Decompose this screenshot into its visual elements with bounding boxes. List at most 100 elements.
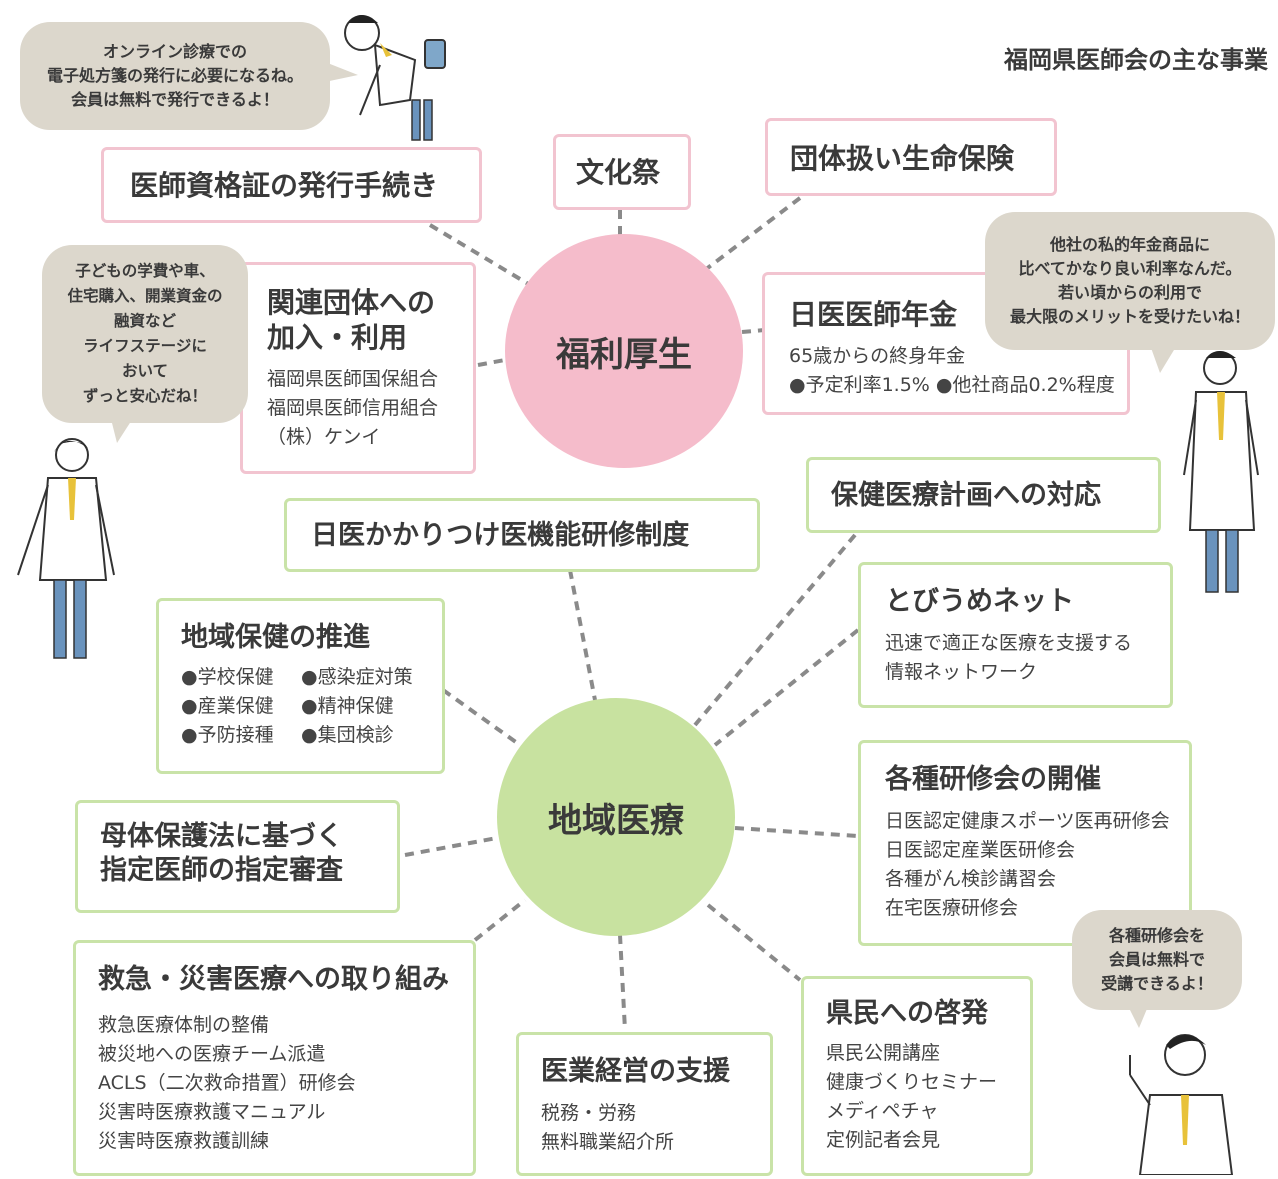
bubble-line: 子どもの学費や車、 bbox=[75, 262, 215, 280]
connector-management bbox=[618, 934, 627, 1031]
emergency-item: 救急医療体制の整備 bbox=[98, 1013, 270, 1036]
maternal-protection-box: 母体保護法に基づく 指定医師の指定審査 bbox=[75, 800, 400, 913]
maternal-line2: 指定医師の指定審査 bbox=[100, 854, 343, 886]
connector-tobiume bbox=[713, 628, 860, 747]
bubble-tail bbox=[320, 60, 358, 83]
bubble-line: 会員は無料で bbox=[1108, 950, 1205, 969]
connector-pension bbox=[741, 328, 766, 334]
connector-maternal bbox=[404, 836, 498, 857]
maternal-line1: 母体保護法に基づく bbox=[100, 821, 343, 852]
bubble-line: 電子処方箋の発行に必要になるね。 bbox=[46, 66, 303, 85]
speech-bubble-bottom-right: 各種研修会を 会員は無料で 受講できるよ！ bbox=[1072, 910, 1242, 1010]
connector-public bbox=[706, 903, 802, 982]
speech-bubble-left: 子どもの学費や車、 住宅購入、開業資金の 融資など ライフステージに おいて ず… bbox=[42, 245, 248, 423]
community-medicine-hub: 地域医療 bbox=[497, 698, 735, 936]
training-box: 各種研修会の開催 日医認定健康スポーツ医再研修会 日医認定産業医研修会 各種がん… bbox=[858, 740, 1192, 946]
public-title: 県民への啓発 bbox=[826, 998, 988, 1029]
regional-health-item: ●感染症対策 bbox=[301, 665, 413, 688]
emergency-item: 被災地への医療チーム派遣 bbox=[98, 1042, 326, 1065]
health-plan-box: 保健医療計画への対応 bbox=[806, 457, 1161, 533]
public-item: メディペチャ bbox=[826, 1099, 939, 1122]
bubble-line: 住宅購入、開業資金の bbox=[67, 287, 223, 305]
bubble-line: 最大限のメリットを受けたいね！ bbox=[1009, 307, 1250, 326]
bubble-line: ライフステージに bbox=[83, 337, 207, 355]
bubble-tail bbox=[110, 415, 135, 443]
regional-health-item: ●学校保健 bbox=[181, 665, 274, 688]
insurance-title: 団体扱い生命保険 bbox=[790, 142, 1015, 175]
pension-line: ●予定利率1.5% ●他社商品0.2%程度 bbox=[789, 374, 1115, 396]
connector-certificate bbox=[428, 223, 532, 287]
emergency-item: 災害時医療救護訓練 bbox=[98, 1129, 270, 1152]
bubble-line: 受講できるよ！ bbox=[1101, 974, 1213, 993]
health-plan-title: 保健医療計画への対応 bbox=[831, 480, 1101, 511]
bubble-line: ずっと安心だね！ bbox=[82, 387, 207, 405]
training-item: 日医認定産業医研修会 bbox=[885, 838, 1076, 861]
community-hub-label: 地域医療 bbox=[548, 800, 684, 841]
regional-health-item: ●産業保健 bbox=[181, 694, 274, 717]
bubble-line: 比べてかなり良い利率なんだ。 bbox=[1018, 259, 1242, 278]
management-support-box: 医業経営の支援 税務・労務 無料職業紹介所 bbox=[516, 1032, 773, 1176]
bubble-line: 各種研修会を bbox=[1108, 926, 1205, 945]
connector-kakaritsuke bbox=[568, 569, 597, 701]
training-item: 日医認定健康スポーツ医再研修会 bbox=[885, 809, 1170, 832]
bubble-line: 会員は無料で発行できるよ！ bbox=[71, 90, 279, 109]
public-item: 健康づくりセミナー bbox=[826, 1070, 998, 1093]
speech-bubble-top-left: オンライン診療での 電子処方箋の発行に必要になるね。 会員は無料で発行できるよ！ bbox=[20, 22, 330, 130]
doctor-illustration-leaning bbox=[344, 15, 446, 141]
tobiume-box: とびうめネット 迅速で適正な医療を支援する 情報ネットワーク bbox=[858, 562, 1173, 708]
kakaritsuke-box: 日医かかりつけ医機能研修制度 bbox=[284, 498, 760, 572]
bubble-tail bbox=[1150, 345, 1177, 373]
doctor-illustration-left bbox=[17, 438, 115, 659]
related-title-line2: 加入・利用 bbox=[267, 321, 408, 354]
management-title: 医業経営の支援 bbox=[541, 1056, 730, 1087]
related-organizations-box: 関連団体への 加入・利用 福岡県医師国保組合 福岡県医師信用組合 （株）ケンイ bbox=[240, 262, 476, 474]
regional-health-item: ●精神保健 bbox=[301, 694, 394, 717]
connector-training bbox=[734, 826, 859, 838]
insurance-box: 団体扱い生命保険 bbox=[765, 118, 1057, 196]
pension-title: 日医医師年金 bbox=[789, 298, 958, 331]
regional-health-item: ●集団検診 bbox=[301, 723, 394, 746]
public-item: 定例記者会見 bbox=[826, 1128, 941, 1151]
emergency-box: 救急・災害医療への取り組み 救急医療体制の整備 被災地への医療チーム派遣 ACL… bbox=[73, 940, 476, 1176]
connector-related bbox=[477, 358, 506, 367]
related-item: （株）ケンイ bbox=[267, 426, 381, 448]
management-item: 税務・労務 bbox=[541, 1101, 637, 1124]
public-item: 県民公開講座 bbox=[826, 1041, 941, 1064]
training-item: 在宅医療研修会 bbox=[885, 896, 1019, 919]
management-item: 無料職業紹介所 bbox=[541, 1130, 675, 1153]
page-title: 福岡県医師会の主な事業 bbox=[1004, 46, 1268, 74]
connector-insurance bbox=[703, 196, 802, 272]
regional-health-item: ●予防接種 bbox=[181, 723, 274, 746]
certificate-title: 医師資格証の発行手続き bbox=[130, 169, 439, 202]
festival-box: 文化祭 bbox=[553, 134, 691, 210]
tobiume-line: 迅速で適正な医療を支援する bbox=[885, 631, 1133, 654]
pension-line: 65歳からの終身年金 bbox=[789, 345, 966, 367]
connector-emergency bbox=[473, 898, 527, 942]
doctor-illustration-pointing bbox=[1129, 1034, 1234, 1175]
emergency-title: 救急・災害医療への取り組み bbox=[98, 964, 449, 995]
bubble-line: 他社の私的年金商品に bbox=[1049, 235, 1210, 254]
emergency-item: 災害時医療救護マニュアル bbox=[98, 1100, 326, 1123]
kakaritsuke-title: 日医かかりつけ医機能研修制度 bbox=[311, 520, 690, 551]
bubble-tail bbox=[1127, 1004, 1149, 1028]
welfare-hub-label: 福利厚生 bbox=[556, 334, 692, 375]
related-item: 福岡県医師国保組合 bbox=[267, 368, 439, 390]
related-title-line1: 関連団体への bbox=[267, 286, 436, 319]
welfare-hub: 福利厚生 bbox=[505, 234, 743, 468]
bubble-line: 融資など bbox=[113, 312, 176, 330]
bubble-line: オンライン診療での bbox=[102, 42, 247, 61]
speech-bubble-right: 他社の私的年金商品に 比べてかなり良い利率なんだ。 若い頃からの利用で 最大限の… bbox=[985, 212, 1275, 350]
training-item: 各種がん検診講習会 bbox=[885, 867, 1057, 890]
doctor-illustration-right bbox=[1183, 351, 1259, 593]
bubble-line: おいて bbox=[121, 362, 169, 380]
training-title: 各種研修会の開催 bbox=[885, 764, 1101, 795]
festival-title: 文化祭 bbox=[576, 156, 661, 189]
tobiume-line: 情報ネットワーク bbox=[885, 660, 1038, 683]
regional-health-title: 地域保健の推進 bbox=[181, 622, 370, 653]
certificate-box: 医師資格証の発行手続き bbox=[101, 147, 482, 223]
bubble-line: 若い頃からの利用で bbox=[1057, 283, 1202, 302]
related-item: 福岡県医師信用組合 bbox=[267, 397, 439, 419]
regional-health-box: 地域保健の推進 ●学校保健 ●感染症対策 ●産業保健 ●精神保健 ●予防接種 ●… bbox=[156, 598, 445, 774]
connector-regional-health bbox=[441, 688, 522, 747]
